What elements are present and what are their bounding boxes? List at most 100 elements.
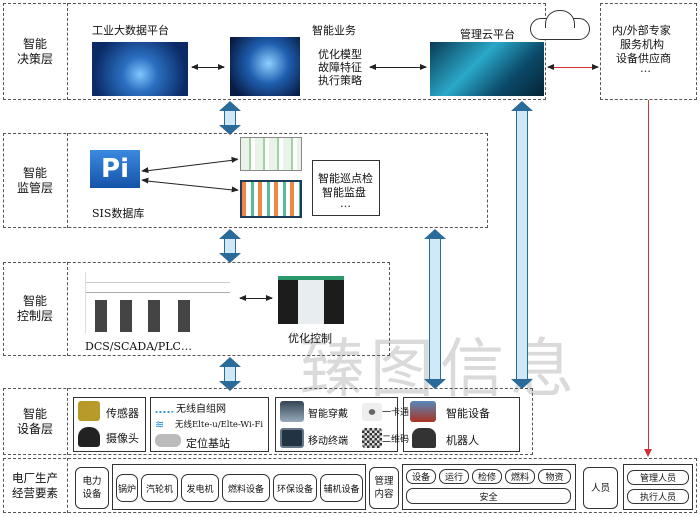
- control-layer: [3, 262, 390, 356]
- device-layer-label: 智能 设备层: [16, 406, 53, 436]
- controller-icon: [95, 300, 107, 332]
- opt-label: 优化控制: [288, 332, 332, 345]
- robot-icon: [412, 428, 436, 448]
- safety-item: 安全: [406, 488, 571, 504]
- smart-device-group: [403, 397, 520, 452]
- cloud-platform-image: [430, 42, 544, 96]
- terminal-group: [275, 397, 398, 452]
- wearable-icon: [280, 401, 304, 422]
- expert-item: 设备供应商: [616, 52, 671, 65]
- device-item: 机器人: [446, 434, 479, 447]
- red-arrowhead: [644, 449, 652, 457]
- divider: [67, 388, 68, 455]
- vertical-arrow: [219, 229, 241, 263]
- vertical-arrow: [219, 357, 241, 391]
- base-station-icon: [155, 434, 181, 447]
- wifi-icon: ≋: [155, 418, 165, 431]
- supervision-layer-label: 智能 监管层: [16, 165, 53, 195]
- divider: [67, 458, 68, 513]
- personnel-item: 执行人员: [627, 489, 689, 504]
- sensor-group: [73, 397, 146, 452]
- equipment-item: 汽轮机: [141, 474, 178, 502]
- device-item: 智能设备: [446, 407, 490, 420]
- divider: [67, 262, 68, 356]
- device-layer: [3, 388, 533, 455]
- management-item: 燃料: [505, 469, 535, 484]
- control-layer-label: 智能 控制层: [16, 294, 53, 323]
- equipment-item: 燃料设备: [222, 474, 270, 502]
- device-item: 无线自组网: [176, 404, 226, 415]
- dcs-label: DCS/SCADA/PLC…: [85, 340, 192, 353]
- qr-code-icon: [362, 428, 382, 448]
- decision-layer: [3, 3, 546, 100]
- smart-equipment-icon: [410, 401, 436, 422]
- vertical-arrow: [511, 101, 533, 389]
- device-item: 传感器: [106, 407, 139, 420]
- equipment-item: 锅炉: [116, 474, 138, 502]
- supervision-layer: [3, 133, 488, 228]
- arrow: [191, 64, 225, 70]
- expert-item: …: [640, 62, 651, 75]
- production-layer: [3, 458, 697, 513]
- divider: [67, 133, 68, 228]
- equipment-item: 发电机: [181, 474, 219, 502]
- device-item: 无线Elte-u/Elte-Wi-Fi: [175, 420, 264, 430]
- management-item: 检修: [472, 469, 502, 484]
- experts-box: [600, 3, 697, 100]
- device-item: 二维码: [382, 435, 410, 445]
- cloud-title: 管理云平台: [460, 28, 515, 41]
- monitor-screen: [240, 180, 302, 218]
- mesh-network-icon: [154, 403, 174, 413]
- arrow: [369, 64, 427, 70]
- equipment-item: 环保设备: [273, 474, 317, 502]
- business-item: 执行策略: [318, 74, 362, 87]
- equipment-group: [112, 464, 366, 510]
- controller-icon: [120, 300, 132, 332]
- camera-icon: [78, 427, 100, 447]
- controller-icon: [148, 300, 160, 332]
- power-equipment-box: 电力 设备: [75, 467, 109, 509]
- business-item: 故障特征: [318, 61, 362, 74]
- mobile-terminal-icon: [280, 428, 304, 448]
- personnel-item: 管理人员: [627, 470, 689, 485]
- management-item: 运行: [439, 469, 469, 484]
- function-box: [312, 160, 380, 216]
- business-title: 智能业务: [312, 24, 356, 37]
- bigdata-image: [92, 42, 188, 96]
- card-icon: [362, 403, 382, 421]
- function-item: …: [340, 197, 351, 210]
- sis-label: SIS数据库: [92, 207, 145, 220]
- management-content-box: 管理 内容: [369, 467, 399, 509]
- bigdata-title: 工业大数据平台: [92, 24, 169, 37]
- expert-item: 内/外部专家: [612, 24, 671, 37]
- function-item: 智能巡点检: [318, 172, 373, 185]
- pi-logo: Pi: [90, 150, 140, 188]
- ai-head-image: [230, 37, 300, 96]
- management-item: 物资: [538, 469, 571, 484]
- sensor-icon: [78, 401, 100, 421]
- expert-item: 服务机构: [620, 38, 664, 51]
- network-group: [150, 397, 269, 452]
- equipment-item: 辅机设备: [320, 474, 363, 502]
- red-line: [648, 100, 649, 450]
- function-item: 智能监盘: [322, 186, 366, 199]
- monitor-screen: [240, 137, 302, 171]
- business-item: 优化模型: [318, 48, 362, 61]
- controller-icon: [178, 300, 190, 332]
- cloud-icon-top: [545, 10, 575, 28]
- management-item: 设备: [406, 469, 436, 484]
- management-group: [402, 464, 576, 510]
- red-arrow: [547, 64, 599, 70]
- device-item: 定位基站: [186, 437, 230, 450]
- divider: [67, 3, 68, 100]
- production-layer-label: 电厂生产 经营要素: [12, 470, 58, 500]
- arrow: [239, 295, 273, 301]
- device-item: 摄像头: [106, 432, 139, 445]
- device-item: 智能穿戴: [308, 409, 348, 420]
- optimization-controller-image: [278, 276, 344, 324]
- vertical-arrow: [219, 101, 241, 135]
- vertical-arrow: [424, 229, 446, 389]
- device-item: 一卡通: [382, 408, 410, 418]
- personnel-box: 人员: [583, 467, 618, 509]
- decision-layer-label: 智能 决策层: [16, 36, 53, 66]
